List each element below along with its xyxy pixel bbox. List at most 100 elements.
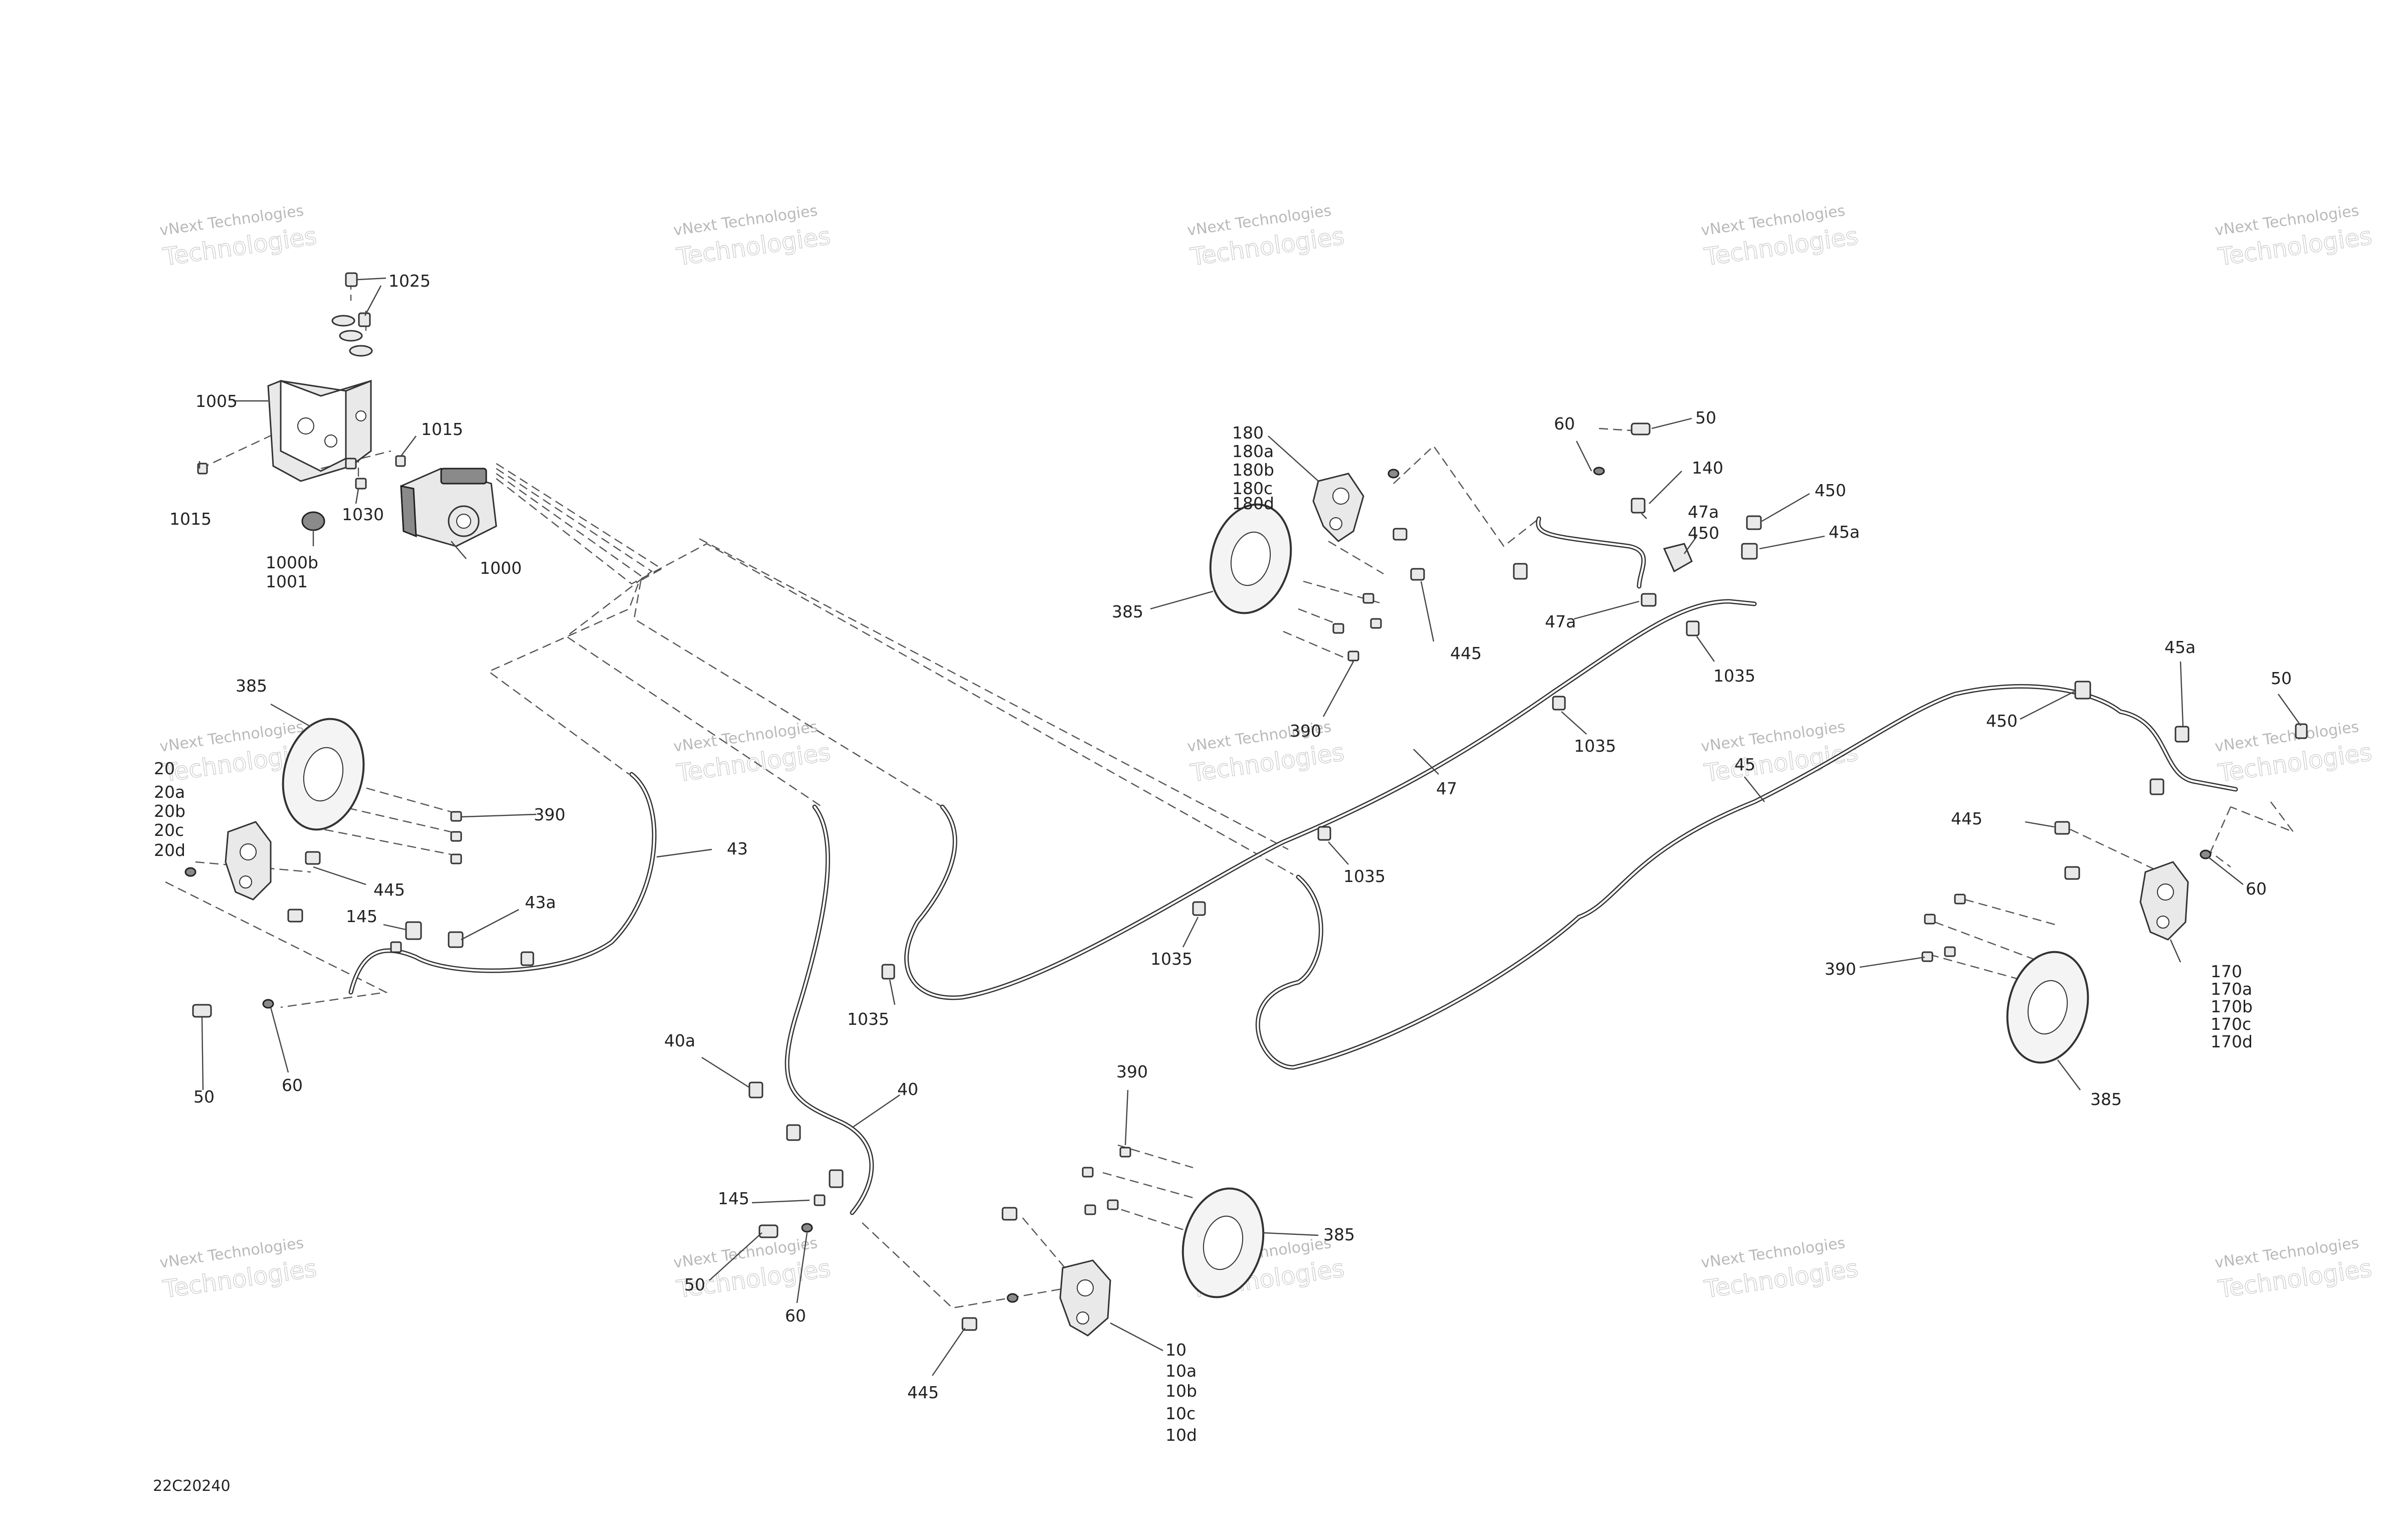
fitting — [1741, 543, 1758, 560]
bolt — [1082, 1167, 1094, 1178]
callout-label: 10d — [1165, 1425, 1197, 1445]
callout-label: 1035 — [1713, 666, 1755, 686]
callout-label: 1000 — [480, 558, 522, 578]
washer — [1593, 467, 1605, 476]
bolt — [1410, 568, 1425, 581]
callout-label: 20 — [154, 759, 175, 778]
fitting — [390, 941, 402, 953]
clip — [881, 964, 895, 980]
callout-label: 45a — [1829, 522, 1860, 542]
abs-unit — [400, 468, 497, 547]
callout-label: 445 — [1450, 643, 1482, 663]
callout-label: 50 — [684, 1275, 705, 1294]
callout-label: 1015 — [421, 419, 463, 439]
washer — [2200, 849, 2212, 859]
callout-label: 390 — [534, 805, 565, 824]
callout-label: 10a — [1165, 1361, 1197, 1381]
callout-label: 10b — [1165, 1381, 1197, 1401]
bolt — [1084, 1204, 1096, 1215]
banjo-bolt — [192, 1004, 212, 1018]
callout-label: 180a — [1232, 442, 1274, 461]
callout-label: 390 — [1825, 959, 1856, 979]
callout-label: 45a — [2164, 637, 2196, 657]
callout-label: 1035 — [1343, 866, 1385, 886]
washer — [262, 999, 274, 1009]
fitting — [2174, 726, 2190, 743]
brake-caliper — [225, 821, 272, 901]
clip — [520, 951, 534, 966]
leader-lines — [199, 277, 2301, 1376]
bolt — [2054, 821, 2070, 835]
callout-label: 47 — [1436, 779, 1457, 798]
watermark: vNext Technologies Technologies — [1700, 1234, 1860, 1304]
fitting — [829, 1169, 844, 1188]
watermark: vNext Technologies Technologies — [1186, 202, 1346, 272]
brake-lines — [348, 516, 2238, 1215]
bolt — [1119, 1147, 1131, 1158]
bolt — [1107, 1199, 1119, 1210]
callout-label: 385 — [1323, 1225, 1355, 1244]
parts — [184, 272, 2308, 1337]
bolt — [1924, 914, 1936, 925]
bolt — [1362, 593, 1374, 604]
callout-label: 450 — [1986, 711, 2018, 731]
callout-label: 180 — [1232, 423, 1264, 443]
bolt — [1393, 528, 1408, 541]
bolt — [395, 455, 406, 467]
bolt — [961, 1317, 977, 1331]
callout-label: 170d — [2211, 1032, 2253, 1051]
washer — [1387, 469, 1400, 479]
callout-label: 50 — [1695, 408, 1716, 427]
callout-label: 180d — [1232, 494, 1274, 513]
bolt — [1370, 618, 1382, 629]
callout-label: 450 — [1815, 481, 1846, 500]
banjo-bolt — [2295, 723, 2308, 739]
callout-label: 1030 — [342, 505, 384, 524]
watermarks: vNext Technologies Technologies vNext Te… — [158, 202, 2374, 1304]
callout-label: 140 — [1692, 458, 1723, 478]
callout-label: 385 — [1112, 602, 1143, 621]
callout-label: 170a — [2211, 979, 2252, 999]
watermark: vNext Technologies Technologies — [672, 718, 833, 788]
watermark: vNext Technologies Technologies — [2214, 202, 2374, 272]
bolt — [1944, 946, 1956, 957]
fitting — [1746, 515, 1762, 530]
watermark: vNext Technologies Technologies — [158, 1234, 319, 1304]
callout-label: 145 — [346, 907, 377, 926]
callout-label: 170c — [2211, 1014, 2251, 1034]
callout-label: 390 — [1116, 1062, 1148, 1081]
bolt — [197, 463, 208, 475]
callout-label: 10c — [1165, 1404, 1196, 1423]
callout-label: 1035 — [1574, 736, 1616, 756]
connector — [1641, 593, 1657, 607]
bolt — [305, 851, 321, 865]
callout-label: 445 — [1951, 809, 1982, 828]
callout-label: 445 — [373, 880, 405, 900]
fitting — [2149, 778, 2164, 795]
callout-label: 180c — [1232, 479, 1273, 498]
fitting — [405, 921, 422, 940]
diagram-code: 22C20240 — [153, 1477, 231, 1495]
bolt — [1921, 951, 1933, 962]
callout-label: 390 — [1290, 721, 1321, 741]
washers — [331, 272, 373, 357]
callout-label: 60 — [785, 1306, 806, 1326]
brake-caliper — [2139, 861, 2189, 941]
brake-caliper — [1059, 1259, 1111, 1337]
callout-label: 10 — [1165, 1340, 1186, 1360]
washer — [801, 1223, 813, 1233]
bolt — [450, 811, 462, 822]
nut — [355, 478, 367, 490]
callout-label: 20a — [154, 782, 185, 802]
callout-label: 60 — [282, 1075, 303, 1095]
clip — [1317, 826, 1331, 841]
fitting — [814, 1194, 826, 1206]
brake-caliper — [1312, 473, 1364, 542]
callout-label: 1035 — [1150, 949, 1193, 969]
callout-label: 1025 — [388, 271, 431, 291]
clip — [1631, 498, 1646, 514]
clip — [1552, 696, 1566, 711]
watermark: vNext Technologies Technologies — [2214, 1234, 2374, 1304]
fitting — [786, 1124, 801, 1141]
callout-label: 1001 — [266, 572, 308, 591]
